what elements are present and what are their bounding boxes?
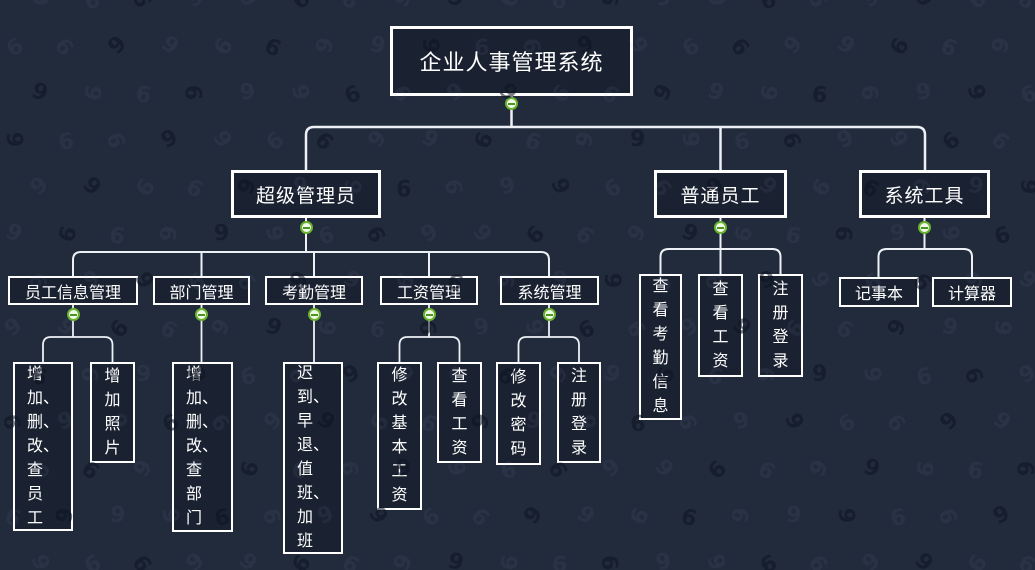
node-salary-mgmt-label: 工资管理 — [396, 284, 461, 302]
minus-icon — [717, 226, 724, 229]
minus-icon — [311, 313, 318, 316]
node-register-login-admin-label: 注 册 登 录 — [570, 367, 587, 457]
node-view-salary-employee[interactable]: 查 看 工 资 — [698, 274, 743, 377]
node-crud-department[interactable]: 增 加、 删、 改、 查 部 门 — [172, 362, 233, 532]
node-view-attendance-info-label: 查 看 考 勤 信 息 — [652, 278, 669, 415]
node-view-salary-admin-label: 查 看 工 资 — [451, 367, 468, 457]
node-system-tools[interactable]: 系统工具 — [859, 170, 990, 218]
node-salary-mgmt[interactable]: 工资管理 — [380, 276, 478, 305]
collapse-toggle-system-tools[interactable] — [918, 221, 931, 234]
node-system-mgmt-label: 系统管理 — [517, 284, 582, 302]
collapse-toggle-super-admin[interactable] — [300, 221, 313, 234]
node-attendance-mgmt[interactable]: 考勤管理 — [265, 276, 363, 305]
connector-root-to-branches — [304, 96, 927, 170]
minus-icon — [546, 313, 553, 316]
node-attendance-mgmt-label: 考勤管理 — [281, 284, 346, 302]
node-super-admin-label: 超级管理员 — [255, 185, 356, 207]
minus-icon — [70, 313, 77, 316]
node-attendance-items[interactable]: 迟 到、 早 退、 值 班、 加 班 — [283, 362, 343, 554]
node-root[interactable]: 企业人事管理系统 — [390, 26, 633, 96]
collapse-toggle-employee-info-mgmt[interactable] — [67, 308, 80, 321]
node-calculator-label: 计算器 — [947, 286, 996, 303]
node-modify-base-salary-label: 修 改 基 本 工 资 — [391, 367, 408, 504]
node-crud-department-label: 增 加、 删、 改、 查 部 门 — [186, 366, 219, 527]
collapse-toggle-dept-mgmt[interactable] — [195, 308, 208, 321]
node-system-mgmt[interactable]: 系统管理 — [500, 276, 599, 305]
node-register-login-admin[interactable]: 注 册 登 录 — [557, 362, 601, 463]
node-view-attendance-info[interactable]: 查 看 考 勤 信 息 — [639, 274, 682, 420]
node-employee-info-mgmt-label: 员工信息管理 — [24, 284, 121, 302]
minus-icon — [508, 102, 515, 105]
node-dept-mgmt[interactable]: 部门管理 — [153, 276, 250, 305]
node-attendance-items-label: 迟 到、 早 退、 值 班、 加 班 — [297, 365, 330, 550]
node-change-password-label: 修 改 密 码 — [510, 368, 527, 458]
node-notepad-label: 记事本 — [854, 286, 903, 303]
node-regular-employee-label: 普通员工 — [680, 185, 761, 207]
node-modify-base-salary[interactable]: 修 改 基 本 工 资 — [377, 362, 422, 510]
minus-icon — [921, 226, 928, 229]
collapse-toggle-regular-employee[interactable] — [714, 221, 727, 234]
collapse-toggle-root[interactable] — [505, 97, 518, 110]
node-dept-mgmt-label: 部门管理 — [169, 284, 234, 302]
node-super-admin[interactable]: 超级管理员 — [231, 170, 381, 218]
collapse-toggle-system-mgmt[interactable] — [543, 308, 556, 321]
node-crud-employee[interactable]: 增 加、 删、 改、 查 员 工 — [13, 362, 73, 531]
node-notepad[interactable]: 记事本 — [839, 277, 919, 307]
collapse-toggle-salary-mgmt[interactable] — [423, 308, 436, 321]
minus-icon — [198, 313, 205, 316]
node-add-photo[interactable]: 增 加 照 片 — [90, 362, 135, 463]
collapse-toggle-attendance-mgmt[interactable] — [308, 308, 321, 321]
node-add-photo-label: 增 加 照 片 — [104, 367, 121, 457]
node-register-login-employee[interactable]: 注 册 登 录 — [758, 274, 803, 377]
node-view-salary-employee-label: 查 看 工 资 — [712, 280, 729, 370]
node-crud-employee-label: 增 加、 删、 改、 查 员 工 — [27, 365, 60, 527]
node-calculator[interactable]: 计算器 — [932, 277, 1012, 307]
node-change-password[interactable]: 修 改 密 码 — [496, 362, 541, 465]
node-view-salary-admin[interactable]: 查 看 工 资 — [437, 362, 482, 463]
node-employee-info-mgmt[interactable]: 员工信息管理 — [8, 276, 138, 305]
node-root-label: 企业人事管理系统 — [419, 50, 604, 75]
node-regular-employee[interactable]: 普通员工 — [654, 170, 787, 218]
minus-icon — [426, 313, 433, 316]
node-system-tools-label: 系统工具 — [884, 185, 965, 207]
node-register-login-employee-label: 注 册 登 录 — [772, 280, 789, 370]
minus-icon — [303, 226, 310, 229]
